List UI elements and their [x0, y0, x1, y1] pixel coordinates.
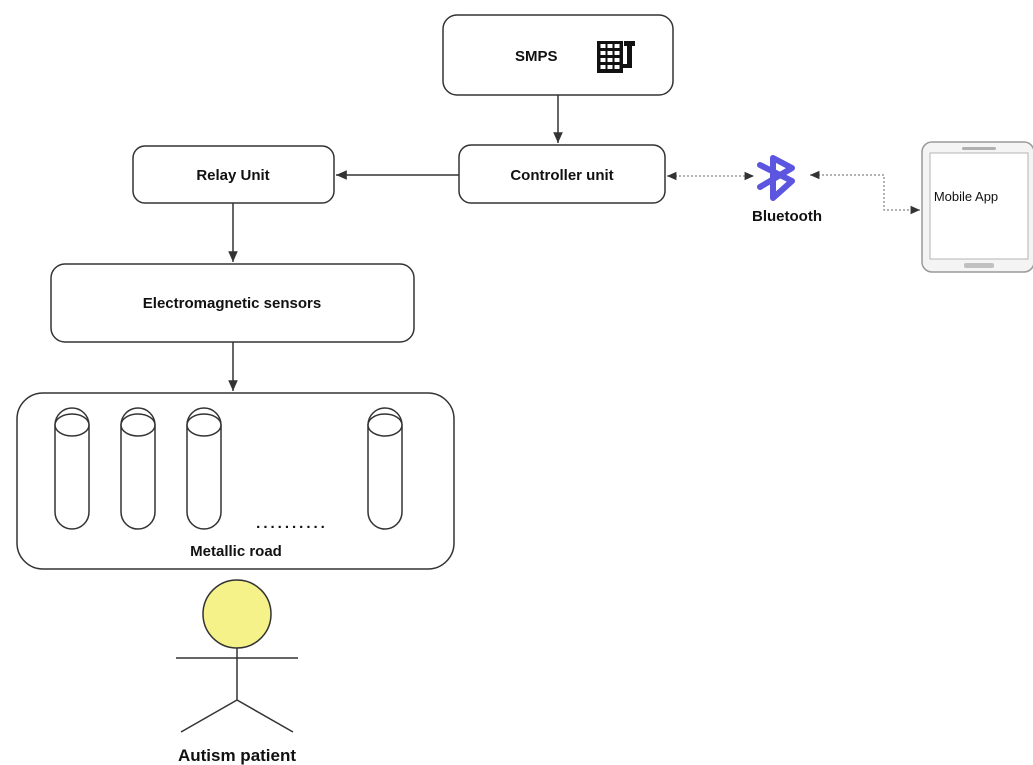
bluetooth-node: Bluetooth [752, 155, 822, 225]
power-supply-icon [597, 41, 635, 73]
relay-unit-label: Relay Unit [196, 167, 269, 184]
metal-rod-2 [120, 407, 156, 530]
smps-label: SMPS [515, 48, 558, 65]
mobile-app-label: Mobile App [934, 189, 998, 204]
autism-patient-actor: Autism patient [176, 579, 298, 765]
relay-unit-node: Relay Unit [132, 145, 335, 204]
metallic-road-label: Metallic road [190, 543, 282, 560]
mobile-app-node: Mobile App [921, 141, 1033, 273]
bluetooth-icon [757, 155, 795, 201]
autism-patient-label: Autism patient [178, 746, 296, 765]
electromagnetic-sensors-node: Electromagnetic sensors [50, 263, 415, 343]
metal-rod-4 [367, 407, 403, 530]
controller-unit-label: Controller unit [510, 167, 613, 184]
metal-rod-3 [186, 407, 222, 530]
smps-node: SMPS [442, 14, 674, 96]
controller-unit-node: Controller unit [458, 144, 666, 204]
smartphone-icon [921, 141, 1033, 273]
connector-bluetooth-mobile [810, 170, 920, 215]
metallic-road-ellipsis: .......... [256, 515, 328, 532]
bluetooth-label: Bluetooth [752, 208, 822, 225]
stick-figure-icon [176, 579, 298, 733]
electromagnetic-sensors-label: Electromagnetic sensors [143, 295, 321, 312]
metal-rod-1 [54, 407, 90, 530]
metallic-road-node: .......... Metallic road [16, 392, 455, 570]
